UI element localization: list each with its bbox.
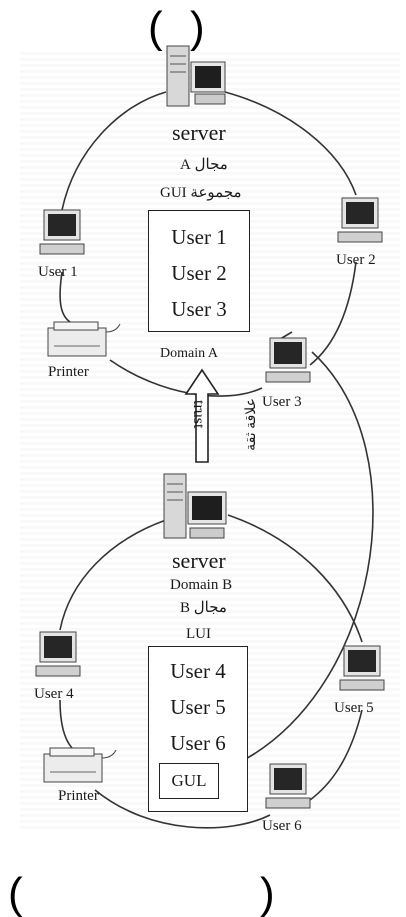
bottom-close-paren: ) (260, 869, 275, 917)
server-a-label: server (172, 120, 226, 145)
user6-label: User 6 (262, 818, 302, 834)
user1-label: User 1 (38, 264, 78, 280)
user5-computer-icon (338, 644, 386, 694)
gui-group-label: مجموعة GUI (160, 185, 242, 201)
link-server-b-to-user5 (227, 514, 363, 643)
user4-computer-icon (34, 630, 82, 680)
printer-b-label: Printer (58, 788, 99, 804)
user2-label: User 2 (336, 252, 376, 268)
printer-a-icon (44, 318, 124, 360)
user4-label: User 4 (34, 686, 74, 702)
link-user3-to-gul (227, 351, 374, 769)
top-open-paren: ( (148, 3, 163, 52)
server-a-icon (165, 40, 227, 112)
lui-group-label: LUI (186, 626, 211, 642)
user2-computer-icon (336, 196, 384, 246)
lui-member: User 6 (170, 731, 226, 755)
domain-b-arabic-label: مجال B (180, 600, 227, 616)
domain-a-arabic-label: مجال A (180, 157, 228, 173)
user5-label: User 5 (334, 700, 374, 716)
server-b-label: server (172, 548, 226, 573)
link-user1-to-printer-a (59, 271, 71, 323)
link-server-b-to-user4 (59, 519, 167, 631)
link-printer-b-to-user6 (94, 789, 271, 829)
bottom-open-paren: ( (8, 869, 23, 917)
link-user5-to-user6 (309, 709, 363, 801)
gui-group-box: User 1 User 2 User 3 (148, 210, 250, 332)
domain-b-name: Domain B (170, 577, 233, 593)
link-server-a-to-user2 (224, 91, 357, 196)
link-server-a-to-user1 (61, 91, 167, 211)
lui-member: User 5 (170, 695, 226, 719)
printer-b-icon (40, 744, 120, 786)
trust-arabic-label: علاقة ثقة (243, 398, 259, 451)
user3-computer-icon (264, 336, 312, 386)
printer-a-label: Printer (48, 364, 89, 380)
link-user4-to-printer-b (59, 699, 73, 749)
user1-computer-icon (38, 208, 86, 258)
lui-member: User 4 (170, 659, 226, 683)
trust-label: trust (190, 400, 207, 429)
user6-computer-icon (264, 762, 312, 812)
lui-group-box: User 4 User 5 User 6 GUL (148, 646, 248, 812)
top-close-paren: ) (190, 3, 205, 52)
domain-a-name: Domain A (160, 346, 218, 361)
gui-member: User 2 (171, 261, 227, 285)
server-b-icon (162, 470, 228, 544)
gui-member: User 3 (171, 297, 227, 321)
user3-label: User 3 (262, 394, 302, 410)
gui-member: User 1 (171, 225, 227, 249)
gul-nested-group: GUL (159, 763, 219, 799)
